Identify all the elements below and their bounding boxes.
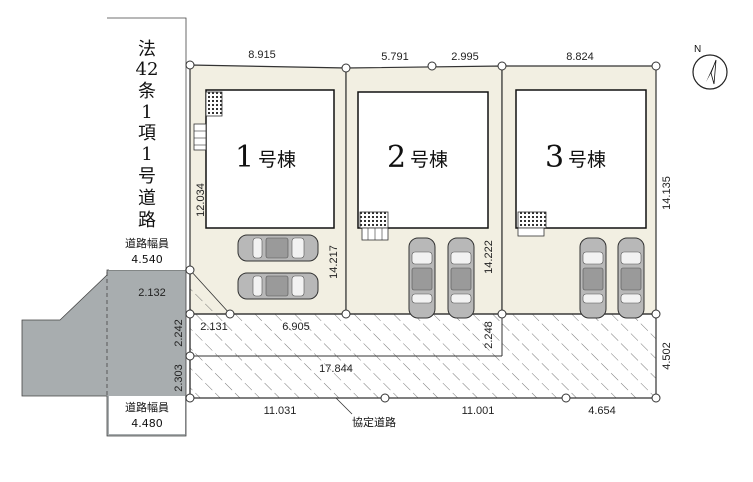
car-lot3-b bbox=[617, 237, 645, 319]
svg-text:1: 1 bbox=[235, 140, 254, 175]
dim-2132: 2.132 bbox=[138, 287, 166, 299]
dim-lot2-right: 14.222 bbox=[483, 240, 495, 274]
svg-text:号棟: 号棟 bbox=[410, 149, 448, 171]
dim-lot3-top: 8.824 bbox=[566, 51, 594, 63]
svg-text:号棟: 号棟 bbox=[568, 149, 606, 171]
svg-text:項: 項 bbox=[138, 123, 156, 144]
house-3-label: 3 号棟 bbox=[545, 140, 606, 175]
dim-lot1-right: 14.217 bbox=[328, 245, 340, 279]
svg-text:号棟: 号棟 bbox=[258, 149, 296, 171]
vertical-road-name: 法 42 条 1 項 1 号 道 路 bbox=[136, 39, 159, 231]
dim-2303: 2.303 bbox=[173, 364, 185, 392]
car-lot3-a bbox=[579, 237, 607, 319]
svg-text:路: 路 bbox=[138, 210, 156, 231]
road-width-bottom-label: 道路幅員 bbox=[125, 400, 169, 414]
dim-lot1-left: 12.034 bbox=[195, 183, 207, 217]
dim-lot2-top-b: 2.995 bbox=[451, 51, 479, 63]
dim-2242: 2.242 bbox=[173, 319, 185, 347]
dim-2131: 2.131 bbox=[200, 321, 228, 333]
house-1-label: 1 号棟 bbox=[235, 140, 296, 175]
road-width-top-box bbox=[109, 232, 185, 270]
road-width-bottom-value: 4.480 bbox=[131, 417, 163, 430]
dim-2248: 2.248 bbox=[483, 321, 495, 349]
house-2-label: 2 号棟 bbox=[387, 140, 448, 175]
vertical-road bbox=[21, 17, 187, 437]
dim-6905: 6.905 bbox=[282, 321, 310, 333]
road-width-bottom-box bbox=[109, 396, 185, 434]
dim-17844: 17.844 bbox=[319, 363, 353, 375]
svg-text:法: 法 bbox=[138, 39, 156, 60]
car-lot2-b bbox=[447, 237, 475, 319]
building-3 bbox=[515, 89, 647, 229]
dim-4654: 4.654 bbox=[588, 405, 616, 417]
dim-lot1-top: 8.915 bbox=[248, 49, 276, 61]
building-1 bbox=[205, 89, 335, 229]
north-label: N bbox=[694, 44, 701, 55]
svg-text:号: 号 bbox=[138, 166, 156, 187]
car-lot2-a bbox=[408, 237, 436, 319]
car-lot1-a bbox=[237, 234, 319, 262]
dim-11031: 11.031 bbox=[264, 405, 297, 417]
dim-4502: 4.502 bbox=[661, 342, 673, 370]
building-2 bbox=[357, 91, 489, 229]
north-arrow-icon: N bbox=[692, 44, 728, 90]
svg-text:1: 1 bbox=[141, 144, 152, 165]
svg-text:2: 2 bbox=[387, 140, 406, 175]
road-width-top-value: 4.540 bbox=[131, 253, 163, 266]
svg-text:1: 1 bbox=[141, 102, 152, 123]
shared-road-label: 協定道路 bbox=[352, 415, 396, 429]
car-lot1-b bbox=[237, 272, 319, 300]
road-width-top-label: 道路幅員 bbox=[125, 236, 169, 250]
dim-lot3-right: 14.135 bbox=[661, 176, 673, 210]
svg-text:42: 42 bbox=[136, 59, 159, 80]
dim-lot2-top-a: 5.791 bbox=[381, 51, 409, 63]
dim-11001: 11.001 bbox=[462, 405, 495, 417]
svg-text:条: 条 bbox=[138, 81, 156, 102]
svg-text:3: 3 bbox=[545, 140, 564, 175]
svg-text:道: 道 bbox=[138, 188, 156, 209]
